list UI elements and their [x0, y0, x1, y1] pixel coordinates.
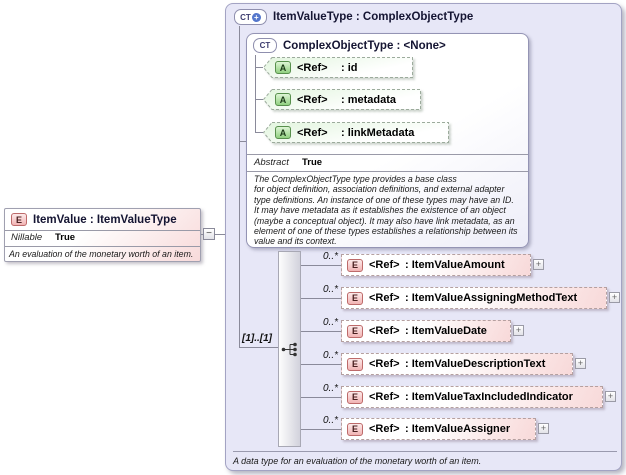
panel-header: CT + ItemValueType : ComplexObjectType: [234, 9, 473, 25]
element-stub: [301, 331, 341, 332]
element-stub: [301, 265, 341, 266]
element-itemvalueamount[interactable]: E <Ref> : ItemValueAmount: [341, 254, 531, 276]
element-name: : ItemValueDate: [405, 325, 487, 337]
element-stub: [301, 298, 341, 299]
element-name: : ItemValueAssigningMethodText: [405, 292, 578, 304]
attribute-linkmetadata[interactable]: A <Ref> : linkMetadata: [263, 122, 449, 143]
attribute-icon: A: [275, 61, 291, 74]
element-description: An evaluation of the monetary worth of a…: [9, 249, 194, 259]
base-type-box[interactable]: CT ComplexObjectType : <None> A <Ref> : …: [246, 33, 529, 248]
element-name: : ItemValueTaxIncludedIndicator: [405, 391, 573, 403]
attribute-stub: [255, 67, 263, 68]
occurs-label: 0..*: [322, 317, 338, 328]
occurs-label: 0..*: [322, 415, 338, 426]
element-ref: <Ref>: [369, 423, 400, 435]
complex-type-icon: CT: [253, 38, 277, 53]
occurs-label: 0..*: [322, 350, 338, 361]
attribute-ref: <Ref>: [297, 61, 328, 74]
tag-shape: [263, 89, 421, 110]
attribute-stub: [255, 132, 263, 133]
element-ref: <Ref>: [369, 358, 400, 370]
footer-divider: [233, 451, 617, 452]
attribute-ref: <Ref>: [297, 93, 328, 106]
expand-toggle[interactable]: +: [609, 292, 620, 303]
expand-toggle[interactable]: +: [605, 391, 616, 402]
element-icon: E: [11, 213, 27, 226]
attribute-connector-line: [255, 55, 256, 132]
base-type-stub: [239, 141, 246, 142]
panel-footer-text: A data type for an evaluation of the mon…: [233, 456, 482, 466]
expand-toggle[interactable]: +: [538, 423, 549, 434]
sequence-cardinality: [1]..[1]: [242, 333, 272, 344]
tag-shape: [263, 122, 449, 143]
divider: [5, 230, 200, 231]
occurs-label: 0..*: [322, 251, 338, 262]
attribute-metadata[interactable]: A <Ref> : metadata: [263, 89, 421, 110]
attribute-id[interactable]: A <Ref> : id: [263, 57, 413, 78]
abstract-label: Abstract: [254, 157, 289, 168]
nillable-label: Nillable: [11, 232, 43, 243]
base-type-documentation: The ComplexObjectType type provides a ba…: [254, 174, 518, 247]
element-icon: E: [347, 390, 363, 404]
element-itemvalueassigningmethodtext[interactable]: E <Ref> : ItemValueAssigningMethodText: [341, 287, 607, 309]
global-complex-type-icon: CT +: [234, 9, 267, 25]
base-type-header: CT ComplexObjectType : <None>: [253, 38, 446, 53]
attribute-icon: A: [275, 126, 291, 139]
element-icon: E: [347, 324, 363, 338]
base-type-title: ComplexObjectType : <None>: [283, 39, 446, 52]
element-stub: [301, 429, 341, 430]
ct-glyph: CT: [240, 12, 251, 22]
attribute-name: : linkMetadata: [341, 126, 415, 139]
divider: [5, 246, 200, 247]
panel-title: ItemValueType : ComplexObjectType: [273, 11, 474, 23]
divider: [247, 154, 528, 155]
element-icon: E: [347, 291, 363, 305]
divider: [247, 171, 528, 172]
sequence-indicator[interactable]: [278, 251, 301, 447]
element-name: : ItemValueDescriptionText: [405, 358, 546, 370]
element-itemvaluedescriptiontext[interactable]: E <Ref> : ItemValueDescriptionText: [341, 353, 573, 375]
element-itemvaluedate[interactable]: E <Ref> : ItemValueDate: [341, 320, 511, 342]
expand-toggle[interactable]: +: [513, 325, 524, 336]
element-name: : ItemValueAssigner: [405, 423, 511, 435]
element-itemvalueassigner[interactable]: E <Ref> : ItemValueAssigner: [341, 418, 536, 440]
expand-toggle[interactable]: +: [575, 358, 586, 369]
itemvaluetype-panel[interactable]: CT + ItemValueType : ComplexObjectType […: [225, 3, 622, 471]
attribute-stub: [255, 99, 263, 100]
element-icon: E: [347, 357, 363, 371]
element-ref: <Ref>: [369, 325, 400, 337]
element-icon: E: [347, 258, 363, 272]
attribute-name: : id: [341, 61, 358, 74]
element-ref: <Ref>: [369, 391, 400, 403]
collapse-toggle[interactable]: −: [203, 228, 215, 240]
nillable-value: True: [55, 232, 76, 243]
itemvalue-element-node[interactable]: E ItemValue : ItemValueType Nillable Tru…: [4, 208, 201, 262]
element-title-row: E ItemValue : ItemValueType: [11, 213, 177, 226]
element-stub: [301, 397, 341, 398]
tag-shape: [263, 57, 413, 78]
element-name: : ItemValueAmount: [405, 259, 505, 271]
element-stub: [301, 364, 341, 365]
attribute-name: : metadata: [341, 93, 397, 106]
element-title: ItemValue : ItemValueType: [33, 213, 177, 226]
attribute-ref: <Ref>: [297, 126, 328, 139]
element-ref: <Ref>: [369, 292, 400, 304]
element-itemvaluetaxincludedindicator[interactable]: E <Ref> : ItemValueTaxIncludedIndicator: [341, 386, 603, 408]
element-ref: <Ref>: [369, 259, 400, 271]
sequence-icon: [281, 342, 297, 356]
occurs-label: 0..*: [322, 284, 338, 295]
sequence-stub: [239, 347, 278, 348]
abstract-fact-row: Abstract True: [254, 157, 322, 168]
expand-toggle[interactable]: +: [533, 259, 544, 270]
occurs-label: 0..*: [322, 383, 338, 394]
element-icon: E: [347, 422, 363, 436]
abstract-value: True: [302, 157, 323, 168]
plus-badge-icon: +: [251, 12, 261, 22]
attribute-icon: A: [275, 93, 291, 106]
hierarchy-line: [239, 26, 240, 347]
nillable-fact-row: Nillable True: [11, 232, 75, 243]
